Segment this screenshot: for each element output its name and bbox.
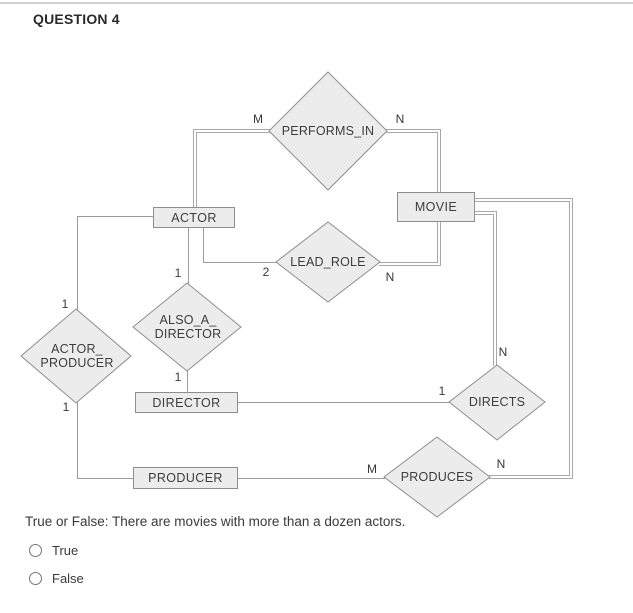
top-divider (0, 2, 633, 4)
question-text: True or False: There are movies with mor… (25, 514, 406, 529)
relationship-performs-in-shape (268, 71, 388, 191)
cardinality-performs-in-movie: N (395, 112, 405, 126)
relationship-lead-role-shape (275, 221, 381, 303)
relationship-actor-producer-shape (20, 308, 132, 404)
option-false-label[interactable]: False (52, 571, 84, 586)
connector-actor-lead-role (203, 228, 277, 263)
entity-actor: ACTOR (153, 207, 235, 228)
entity-director: DIRECTOR (135, 392, 238, 413)
cardinality-actor-producer-actor: 1 (61, 297, 69, 311)
cardinality-also-a-director-actor: 1 (174, 266, 182, 280)
entity-movie: MOVIE (397, 192, 475, 222)
connector-actor-actor-producer (77, 216, 153, 310)
relationship-also-a-director-label: ALSO_A_DIRECTOR (155, 313, 222, 341)
relationship-also-a-director-shape (132, 282, 242, 372)
connector-performs-in-movie-outer (386, 129, 441, 193)
connector-actor-producer-producer (77, 402, 133, 479)
relationship-directs-label: DIRECTS (468, 395, 526, 409)
relationship-produces-label: PRODUCES (400, 470, 474, 484)
connector-movie-produces-inner (474, 201, 570, 476)
cardinality-directs-movie: N (498, 345, 508, 359)
connector-movie-directs-outer (474, 211, 497, 366)
relationship-performs-in-label: PERFORMS_IN (281, 124, 375, 138)
connector-actor-performs-in-inner (196, 132, 270, 208)
connector-movie-lead-role-outer (379, 221, 441, 266)
cardinality-also-a-director-director: 1 (174, 370, 182, 384)
cardinality-actor-producer-producer: 1 (62, 400, 70, 414)
relationship-also-a-director-label-line1: ALSO_A_ (159, 313, 217, 327)
relationship-actor-producer-label-line2: PRODUCER (40, 356, 114, 370)
cardinality-produces-producer: M (367, 462, 377, 476)
connector-performs-in-movie-inner (386, 132, 438, 193)
relationship-directs-shape (448, 364, 546, 441)
connector-movie-produces-outer (474, 198, 573, 479)
cardinality-performs-in-actor: M (253, 112, 263, 126)
connector-actor-performs-in-outer (193, 129, 270, 208)
option-true-label[interactable]: True (52, 543, 79, 558)
cardinality-directs-director: 1 (438, 384, 446, 398)
relationship-produces-shape (383, 436, 491, 518)
radio-false[interactable] (29, 572, 42, 585)
entity-producer: PRODUCER (133, 467, 238, 489)
connector-movie-lead-role-inner (379, 221, 438, 263)
cardinality-lead-role-actor: 2 (262, 265, 270, 279)
relationship-lead-role-label: LEAD_ROLE (290, 255, 366, 269)
cardinality-produces-movie: N (496, 457, 506, 471)
connector-movie-directs-inner (474, 214, 494, 366)
radio-true[interactable] (29, 544, 42, 557)
option-true[interactable]: True (29, 543, 78, 558)
cardinality-lead-role-movie: N (385, 270, 395, 284)
question-header: QUESTION 4 (33, 11, 120, 27)
relationship-actor-producer-label-line1: ACTOR_ (51, 342, 103, 356)
option-false[interactable]: False (29, 571, 84, 586)
relationship-actor-producer-label: ACTOR_PRODUCER (40, 342, 113, 370)
relationship-also-a-director-label-line2: DIRECTOR (154, 327, 222, 341)
